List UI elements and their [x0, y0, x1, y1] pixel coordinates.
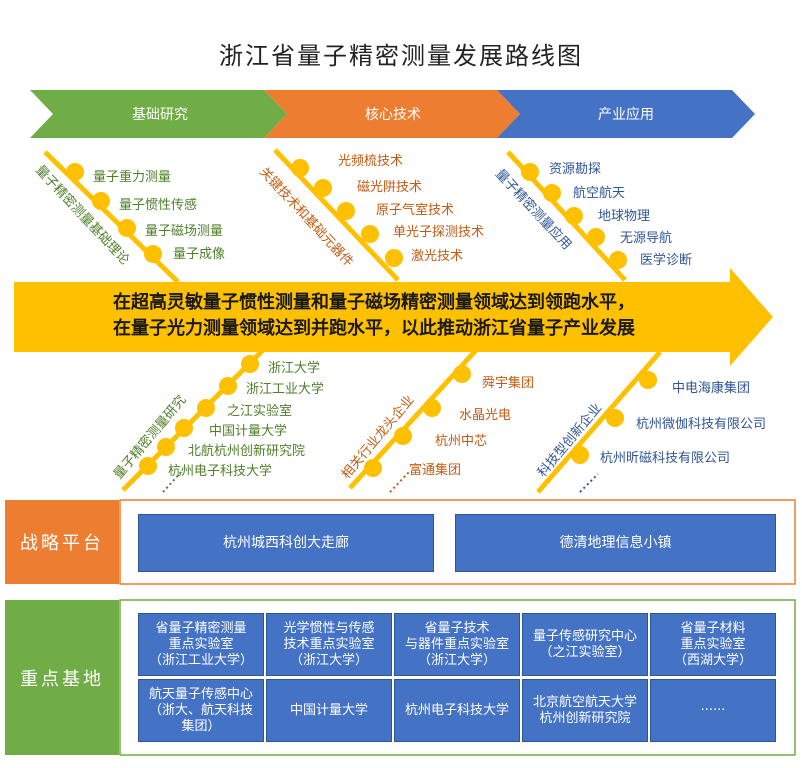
goal-line-2: 在量子光力测量领域达到并跑水平，以此推动浙江省量子产业发展 [113, 318, 635, 339]
strategic-platform-box: 杭州城西科创大走廊 [138, 514, 434, 572]
strategic-label-bg [5, 500, 119, 584]
node-dot [92, 192, 110, 210]
node-dot [385, 249, 403, 267]
app-bottom-dots [571, 371, 657, 464]
bases-label: 重点基地 [20, 668, 104, 690]
phase-chevron-core [264, 90, 520, 138]
core-top-item: 光频梳技术 [338, 154, 404, 169]
base-box: 光学惯性与传感 技术重点实验室 （浙江大学） [266, 613, 392, 676]
node-dot [219, 377, 237, 395]
basic-bottom-item: 浙江大学 [268, 361, 321, 376]
basic-bottom-item: 浙江工业大学 [246, 382, 325, 397]
node-dot [521, 163, 539, 181]
base-box: 省量子技术 与器件重点实验室 （浙江大学） [394, 613, 520, 676]
app-top-item: 无源导航 [620, 231, 673, 246]
basic-top-item: 量子惯性传感 [119, 198, 198, 213]
node-dot [571, 446, 589, 464]
node-dot [606, 409, 624, 427]
phase-label-application: 产业应用 [598, 107, 654, 123]
basic-bottom-item: 中国计量大学 [209, 424, 288, 439]
node-dot [361, 225, 379, 243]
bases-label-bg [5, 600, 119, 755]
node-dot [157, 438, 175, 456]
core-bottom-item: 杭州中芯 [435, 434, 488, 449]
base-box: 北京航空航天大学 杭州创新研究院 [522, 679, 648, 742]
basic-top-dots [66, 163, 162, 263]
node-dot [66, 163, 84, 181]
core-top-item: 原子气室技术 [376, 203, 455, 218]
core-top-dots [291, 159, 403, 267]
base-box: 中国计量大学 [266, 679, 392, 742]
basic-top-item: 量子重力测量 [93, 170, 172, 185]
node-dot [453, 365, 471, 383]
node-dot [364, 459, 382, 477]
phase-label-core: 核心技术 [365, 107, 421, 123]
goal-statement: 在超高灵敏量子惯性测量和量子磁场精密测量领域达到领跑水平， 在量子光力测量领域达… [24, 290, 724, 342]
core-top-item: 磁光阱技术 [357, 180, 423, 195]
app-bottom-item: 杭州昕磁科技有限公司 [600, 451, 731, 466]
basic-bottom-item: 北航杭州创新研究院 [188, 444, 306, 459]
app-top-item: 医学诊断 [640, 253, 693, 268]
node-dot [118, 219, 136, 237]
core-top-item: 单光子探测技术 [393, 225, 485, 240]
node-dot [423, 399, 441, 417]
basic-top-item: 量子磁场测量 [145, 224, 224, 239]
core-tail-dots [389, 471, 410, 493]
base-box: 省量子材料 重点实验室 （西湖大学） [650, 613, 776, 676]
node-dot [314, 179, 332, 197]
node-dot [337, 202, 355, 220]
base-box: 量子传感研究中心 （之江实验室） [522, 613, 648, 676]
app-top-item: 地球物理 [598, 209, 651, 224]
node-dot [197, 399, 215, 417]
basic-bottom-item: 杭州电子科技大学 [168, 464, 273, 479]
core-top-item: 激光技术 [411, 249, 464, 264]
node-dot [175, 419, 193, 437]
node-dot [139, 457, 157, 475]
strategic-platform-box: 德清地理信息小镇 [455, 514, 776, 572]
phase-chevron-application [497, 90, 755, 138]
phase-label-basic: 基础研究 [132, 107, 188, 123]
base-box: 杭州电子科技大学 [394, 679, 520, 742]
node-dot [394, 427, 412, 445]
basic-bottom-dots [139, 355, 259, 475]
core-bottom-item: 舜宇集团 [482, 376, 535, 391]
app-bottom-item: 中电海康集团 [672, 381, 751, 396]
app-tail-dots [579, 473, 599, 493]
app-bottom-line [536, 350, 662, 494]
basic-top-item: 量子成像 [173, 247, 226, 262]
goal-arrow [14, 268, 773, 366]
node-dot [639, 371, 657, 389]
base-box: 航天量子传感中心 （浙大、航天科技 集团） [138, 679, 264, 742]
node-dot [565, 207, 583, 225]
node-dot [543, 184, 561, 202]
core-bottom-item: 富通集团 [409, 463, 462, 478]
node-dot [587, 228, 605, 246]
node-dot [291, 159, 309, 177]
phase-chevron-basic [30, 90, 287, 138]
node-dot [241, 355, 259, 373]
page-title: 浙江省量子精密测量发展路线图 [219, 42, 583, 70]
app-bottom-item: 杭州微伽科技有限公司 [636, 417, 767, 432]
goal-line-1: 在超高灵敏量子惯性测量和量子磁场精密测量领域达到领跑水平， [113, 292, 635, 313]
core-bottom-dots [364, 365, 471, 477]
base-box: ······ [650, 679, 776, 742]
core-bottom-item: 水晶光电 [459, 408, 512, 423]
app-top-item: 资源勘探 [549, 162, 602, 177]
basic-bottom-item: 之江实验室 [227, 404, 293, 419]
base-box: 省量子精密测量 重点实验室 （浙江工业大学） [138, 613, 264, 676]
app-top-item: 航空航天 [573, 186, 626, 201]
node-dot [609, 251, 627, 269]
app-top-dots [521, 163, 627, 269]
node-dot [144, 245, 162, 263]
strategic-label: 战略平台 [20, 533, 104, 554]
